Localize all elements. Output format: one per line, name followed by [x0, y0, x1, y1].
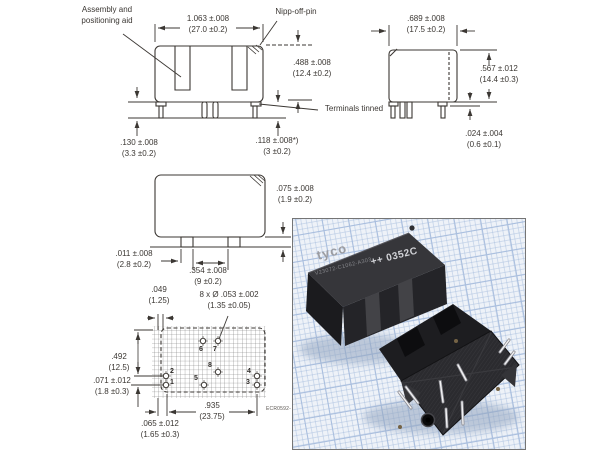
dim-edge-offset: .065 ±.012 (1.65 ±0.3): [127, 419, 193, 440]
dim-grid-pitch-inch: .049: [151, 285, 167, 294]
label-assembly-aid-line1: Assembly and: [81, 5, 133, 14]
dim-pin-length-inch: .118 ±.008*): [255, 136, 299, 145]
dim-pin-length: .118 ±.008*) (3 ±0.2): [237, 136, 317, 157]
dim-edge-offset-inch: .065 ±.012: [141, 419, 179, 428]
dim-col-span-metric: (23.75): [199, 411, 225, 421]
dim-body-width-inch: 1.063 ±.008: [186, 14, 230, 23]
label-assembly-aid: Assembly and positioning aid: [67, 5, 147, 26]
dim-side-height-metric: (14.4 ±0.3): [479, 74, 519, 84]
document-number: ECR0592-: [266, 406, 291, 412]
dim-body-depth-inch: .689 ±.008: [407, 14, 445, 23]
label-terminals-tinned: Terminals tinned: [324, 104, 384, 113]
dim-col-span: .935 (23.75): [182, 401, 242, 422]
rivet-dot: [496, 387, 500, 391]
dim-body-depth-metric: (17.5 ±0.2): [406, 24, 446, 34]
pin-holes: [162, 337, 261, 389]
terminals-tinned-leader: [258, 103, 319, 111]
pin-label-7: 7: [213, 346, 217, 353]
label-assembly-aid-line2: positioning aid: [81, 15, 133, 25]
pin-label-6: 6: [199, 346, 203, 353]
dim-row-offset: .071 ±.012 (1.8 ±0.3): [80, 376, 144, 397]
front-view-dimensions: [122, 20, 319, 136]
dim-row-span-inch: .492: [111, 352, 127, 361]
dim-body-height-metric: (12.4 ±0.2): [292, 68, 332, 78]
footprint-grid: [152, 326, 266, 398]
dim-hole-size-inch: 8 x Ø .053 ±.002: [199, 290, 259, 299]
dim-hole-size: 8 x Ø .053 ±.002 (1.35 ±0.05): [179, 290, 279, 311]
rivet-dot: [398, 425, 402, 429]
relay-notch: [398, 278, 414, 322]
dim-notch-spacing-inch: .354 ±.008: [189, 266, 227, 275]
dim-stub-length: .130 ±.008 (3.3 ±0.2): [104, 138, 174, 159]
dim-hole-size-metric: (1.35 ±0.05): [207, 300, 251, 310]
dim-stub-length-metric: (3.3 ±0.2): [121, 148, 157, 158]
relay-notch: [365, 292, 381, 336]
pin-label-3: 3: [246, 379, 250, 386]
dim-side-height-inch: .567 ±.012: [480, 64, 518, 73]
pin-label-5: 5: [194, 375, 198, 382]
dim-notch-width-metric: (2.8 ±0.2): [116, 259, 152, 269]
dim-standoff: .075 ±.008 (1.9 ±0.2): [255, 184, 335, 205]
dim-row-span-metric: (12.5): [108, 362, 130, 372]
dim-row-offset-inch: .071 ±.012: [93, 376, 131, 385]
relay-bottom-view: [379, 304, 520, 436]
pin-label-1: 1: [170, 379, 174, 386]
dim-col-span-inch: .935: [204, 401, 220, 410]
footprint-view: [152, 326, 266, 398]
dim-body-depth: .689 ±.008 (17.5 ±0.2): [386, 14, 466, 35]
dim-pin-step: .024 ±.004 (0.6 ±0.1): [444, 129, 524, 150]
relay-product-photo: tyco V23072-C1062-A303 ++ 0352C: [292, 218, 526, 450]
dim-edge-offset-metric: (1.65 ±0.3): [140, 429, 180, 439]
dim-body-height-inch: .488 ±.008: [293, 58, 331, 67]
dim-pin-step-metric: (0.6 ±0.1): [466, 139, 502, 149]
dim-row-span: .492 (12.5): [97, 352, 141, 373]
dim-body-width-metric: (27.0 ±0.2): [188, 24, 228, 34]
nipp-off-pin-hatch: [247, 44, 263, 55]
corner-hatch: [249, 174, 266, 187]
pin-label-8: 8: [208, 362, 212, 369]
footprint-dimensions: [131, 314, 258, 416]
label-nipp-off-pin: Nipp-off-pin: [275, 7, 317, 16]
relay-top-view: [306, 225, 447, 346]
dim-pin-step-inch: .024 ±.004: [465, 129, 503, 138]
pin-label-4: 4: [247, 368, 251, 375]
dim-body-width: 1.063 ±.008 (27.0 ±0.2): [168, 14, 248, 35]
nipp-off-pin-stub: [409, 225, 415, 231]
dim-pin-length-metric: (3 ±0.2): [263, 146, 291, 156]
assembly-aid-leader: [122, 33, 182, 78]
bottom-side-view: [154, 174, 266, 248]
dim-notch-spacing: .354 ±.008 (9 ±0.2): [173, 266, 243, 287]
dim-grid-pitch-metric: (1.25): [148, 295, 170, 305]
dim-standoff-inch: .075 ±.008: [276, 184, 314, 193]
dim-notch-width: .011 ±.008 (2.8 ±0.2): [99, 249, 169, 270]
dim-body-height: .488 ±.008 (12.4 ±0.2): [272, 58, 352, 79]
dim-row-offset-metric: (1.8 ±0.3): [94, 386, 130, 396]
dim-stub-length-inch: .130 ±.008: [120, 138, 158, 147]
side-view-dimensions: [371, 25, 497, 120]
pin-label-2: 2: [170, 368, 174, 375]
dim-notch-spacing-metric: (9 ±0.2): [194, 276, 222, 286]
front-view: [154, 44, 264, 119]
relay-pins: [397, 338, 516, 429]
side-view: [388, 48, 458, 119]
dim-grid-pitch: .049 (1.25): [137, 285, 181, 306]
bottom-side-view-dimensions: [150, 222, 291, 340]
rivet-dot: [454, 339, 458, 343]
dim-side-height: .567 ±.012 (14.4 ±0.3): [459, 64, 539, 85]
relay-photo-graphics: [299, 225, 520, 436]
dim-notch-width-inch: .011 ±.008: [115, 249, 153, 258]
nipp-off-pin-mark: [389, 48, 398, 57]
dim-standoff-metric: (1.9 ±0.2): [277, 194, 313, 204]
